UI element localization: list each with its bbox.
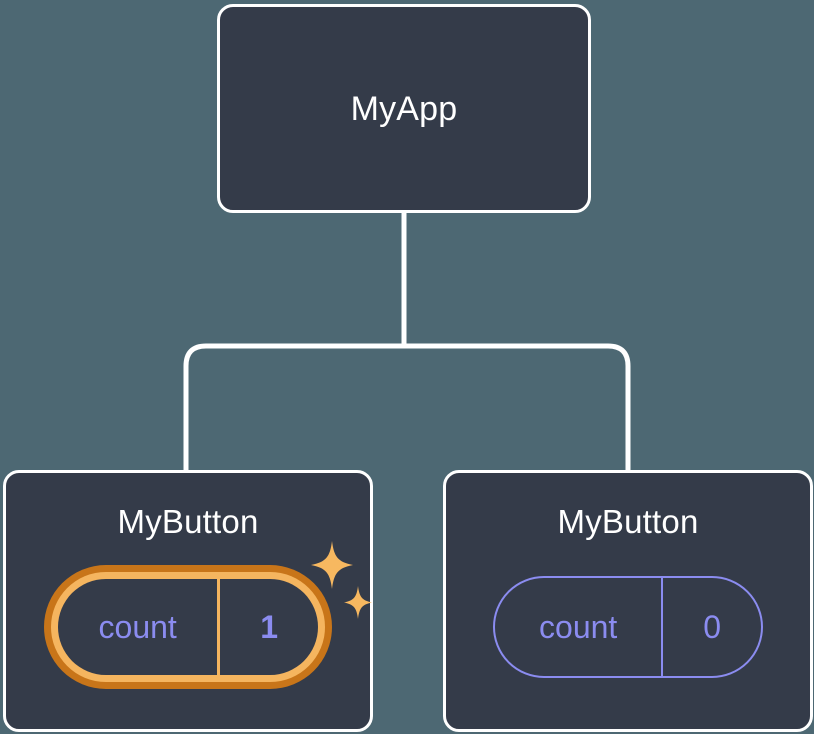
connector-branch-bar [183, 343, 631, 470]
state-pill-value: 1 [260, 609, 279, 645]
state-pill-outer-ring: count 1 [44, 565, 332, 689]
node-title: MyApp [350, 89, 458, 128]
state-pill-key: count [495, 578, 664, 676]
state-pill-inner-ring: count 1 [51, 572, 325, 682]
node-title: MyButton [557, 503, 699, 540]
state-pill-wrapper: count 0 [493, 576, 763, 678]
state-pill-key: count [58, 579, 221, 675]
state-pill-count-updated[interactable]: count 1 [58, 579, 318, 675]
state-pill-wrapper-highlighted: count 1 [44, 541, 372, 689]
state-pill-count[interactable]: count 0 [493, 576, 763, 678]
node-title: MyButton [117, 503, 259, 540]
node-child-mybutton-right[interactable]: MyButton count 0 [443, 470, 813, 732]
node-child-mybutton-left[interactable]: MyButton count 1 [3, 470, 373, 732]
state-pill-value: 0 [703, 609, 722, 645]
node-root-myapp[interactable]: MyApp [217, 4, 591, 213]
sparkle-small-icon [344, 586, 372, 619]
